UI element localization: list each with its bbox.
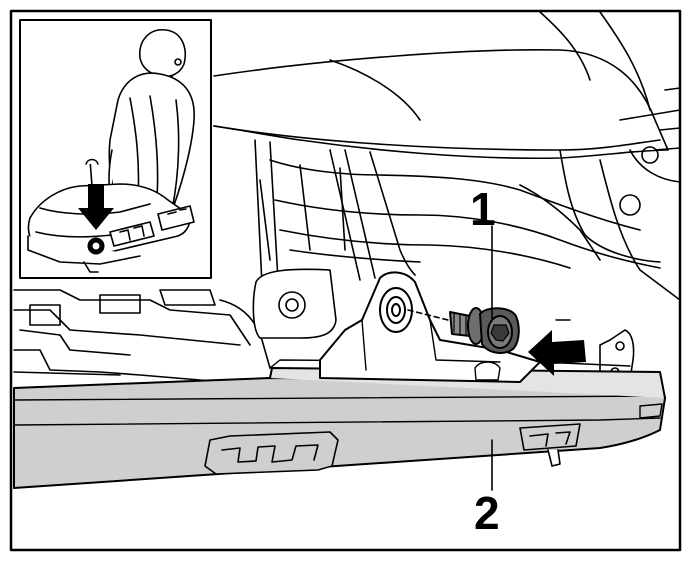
seat-inset-icon [19,19,212,279]
arrow-down-icon [78,184,114,230]
bolt-icon [407,307,520,354]
arrow-left-icon [528,319,586,376]
background-seat-structure [13,11,681,386]
callout-label-2: 2 [474,487,500,539]
callout-label-1: 1 [470,183,496,235]
seat-rail [13,359,666,489]
seat-bracket [319,271,541,383]
